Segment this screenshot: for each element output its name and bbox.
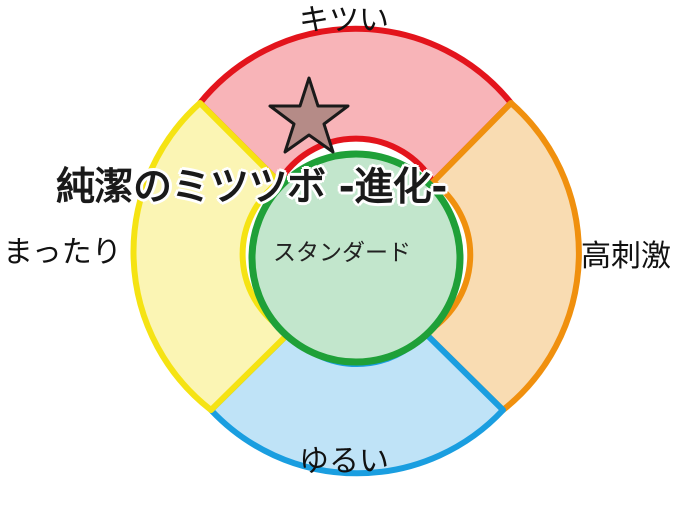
center-label: スタンダード [273, 240, 411, 266]
star-icon [268, 76, 350, 154]
segment-right [422, 100, 582, 413]
product-title: 純潔のミツツボ -進化- [56, 165, 447, 210]
label-kitsui: キツい [299, 3, 389, 38]
center-circle [248, 150, 464, 366]
label-mattari: まったり [3, 235, 122, 270]
segment-left [130, 100, 292, 413]
outer-ring [130, 25, 582, 477]
label-yurui: ゆるい [299, 444, 389, 479]
label-koushigeki: 高刺激 [581, 239, 671, 274]
